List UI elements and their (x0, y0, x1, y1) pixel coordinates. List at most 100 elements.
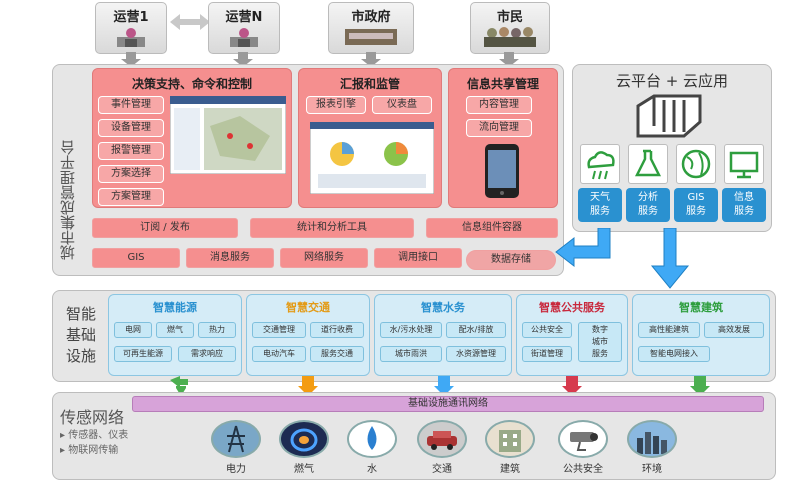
chip-service-traffic: 服务交通 (310, 346, 364, 362)
smart-traffic-title: 智慧交通 (247, 299, 369, 315)
chip-heat: 热力 (198, 322, 236, 338)
data-storage-bar[interactable]: 数据存储 (466, 250, 556, 270)
stats-analysis-bar[interactable]: 统计和分析工具 (250, 218, 414, 238)
gov-label: 市政府 (329, 6, 413, 25)
subscribe-publish-bar[interactable]: 订阅 / 发布 (92, 218, 238, 238)
opsN-box: 运营N (208, 2, 280, 54)
event-mgmt-button[interactable]: 事件管理 (98, 96, 164, 114)
weather-icon (580, 144, 620, 184)
map-screenshot-image (170, 96, 286, 174)
smart-water-title: 智慧水务 (375, 299, 511, 315)
sensor-gas: 燃气 (276, 420, 332, 475)
sensor-gas-label: 燃气 (276, 460, 332, 475)
api-bar[interactable]: 调用接口 (374, 248, 462, 268)
sensor-environment-label: 环境 (624, 460, 680, 475)
bullet-iot-text: 物联网传输 (68, 445, 118, 456)
chip-water-resource: 水资源管理 (446, 346, 506, 362)
chip-demand: 需求响应 (178, 346, 236, 362)
chip-smartgrid-access: 智能电网接入 (638, 346, 710, 362)
plan-select-button[interactable]: 方案选择 (98, 165, 164, 183)
chip-street: 街道管理 (522, 346, 572, 362)
share-title: 信息共享管理 (449, 75, 557, 92)
chip-hp-building: 高性能建筑 (638, 322, 700, 338)
operator-icon (224, 25, 264, 51)
dashboard-button[interactable]: 仪表盘 (372, 96, 432, 114)
citizen-label: 市民 (471, 6, 549, 25)
analysis-icon (628, 144, 668, 184)
infra-label: 智能 基础 设施 (58, 304, 104, 367)
network-service-bar[interactable]: 网络服务 (280, 248, 368, 268)
comm-bus: 基础设施通讯网络 (132, 396, 764, 412)
chip-efficient-dev: 高效发展 (704, 322, 764, 338)
plan-mgmt-button[interactable]: 方案管理 (98, 188, 164, 206)
bullet-sensors-text: 传感器、仪表 (68, 430, 128, 441)
double-arrow-icon (170, 12, 210, 32)
gis-service-button[interactable]: GIS 服务 (674, 188, 718, 222)
sensor-public-safety-label: 公共安全 (552, 460, 614, 475)
platform-vertical-title: 城市集成管理平台 (58, 90, 78, 260)
chip-stormwater: 城市雨洪 (380, 346, 442, 362)
info-service-button[interactable]: 信息 服务 (722, 188, 766, 222)
chip-traffic-mgmt: 交通管理 (252, 322, 306, 338)
network-bullet-2: ▸ 物联网传输 (60, 441, 118, 456)
network-title: 传感网络 (60, 404, 124, 428)
smart-public-title: 智慧公共服务 (517, 299, 627, 315)
chip-grid: 电网 (114, 322, 152, 338)
sensor-water-label: 水 (344, 460, 400, 475)
alarm-mgmt-button[interactable]: 报警管理 (98, 142, 164, 160)
message-service-bar[interactable]: 消息服务 (186, 248, 274, 268)
camera-icon (558, 420, 608, 458)
water-drop-icon (347, 420, 397, 458)
sensor-power-label: 电力 (208, 460, 264, 475)
ops1-box: 运营1 (95, 2, 167, 54)
city-skyline-icon (627, 420, 677, 458)
chip-toll: 道行收费 (310, 322, 364, 338)
content-mgmt-button[interactable]: 内容管理 (466, 96, 532, 114)
globe-icon (676, 144, 716, 184)
phone-image (483, 142, 521, 200)
city-hall-icon (343, 25, 399, 47)
sensor-building-label: 建筑 (482, 460, 538, 475)
flow-mgmt-button[interactable]: 流向管理 (466, 119, 532, 137)
chart-screenshot-image (310, 122, 434, 194)
citizen-box: 市民 (470, 2, 550, 54)
sensor-environment: 环境 (624, 420, 680, 475)
cloud-building-icon (634, 92, 704, 140)
chip-distribution: 配水/排放 (446, 322, 506, 338)
flame-icon (279, 420, 329, 458)
sensor-traffic: 交通 (414, 420, 470, 475)
operator-icon (111, 25, 151, 51)
report-engine-button[interactable]: 报表引擎 (306, 96, 366, 114)
cloud-arrows (552, 228, 712, 292)
ops1-label: 运营1 (96, 6, 166, 25)
building-icon (485, 420, 535, 458)
power-tower-icon (211, 420, 261, 458)
smart-energy-title: 智慧能源 (109, 299, 241, 315)
car-icon (417, 420, 467, 458)
chip-digital-city: 数字 城市 服务 (578, 322, 622, 362)
sensor-power: 电力 (208, 420, 264, 475)
analysis-service-button[interactable]: 分析 服务 (626, 188, 670, 222)
sensor-water: 水 (344, 420, 400, 475)
opsN-label: 运营N (209, 6, 279, 25)
gov-box: 市政府 (328, 2, 414, 54)
chip-sewage: 水/污水处理 (380, 322, 442, 338)
chip-public-safety: 公共安全 (522, 322, 572, 338)
sensor-traffic-label: 交通 (414, 460, 470, 475)
chip-gas: 燃气 (156, 322, 194, 338)
info-component-bar[interactable]: 信息组件容器 (426, 218, 558, 238)
sensor-public-safety: 公共安全 (552, 420, 614, 475)
weather-service-button[interactable]: 天气 服务 (578, 188, 622, 222)
cloud-title: 云平台 + 云应用 (572, 70, 772, 91)
gis-bar[interactable]: GIS (92, 248, 180, 268)
sensor-building: 建筑 (482, 420, 538, 475)
decision-title: 决策支持、命令和控制 (93, 75, 291, 92)
report-title: 汇报和监管 (299, 75, 441, 92)
monitor-icon (724, 144, 764, 184)
smart-building-title: 智慧建筑 (633, 299, 769, 315)
device-mgmt-button[interactable]: 设备管理 (98, 119, 164, 137)
chip-ev: 电动汽车 (252, 346, 306, 362)
crowd-icon (482, 25, 538, 47)
network-bullet-1: ▸ 传感器、仪表 (60, 426, 128, 441)
chip-renewable: 可再生能源 (114, 346, 172, 362)
